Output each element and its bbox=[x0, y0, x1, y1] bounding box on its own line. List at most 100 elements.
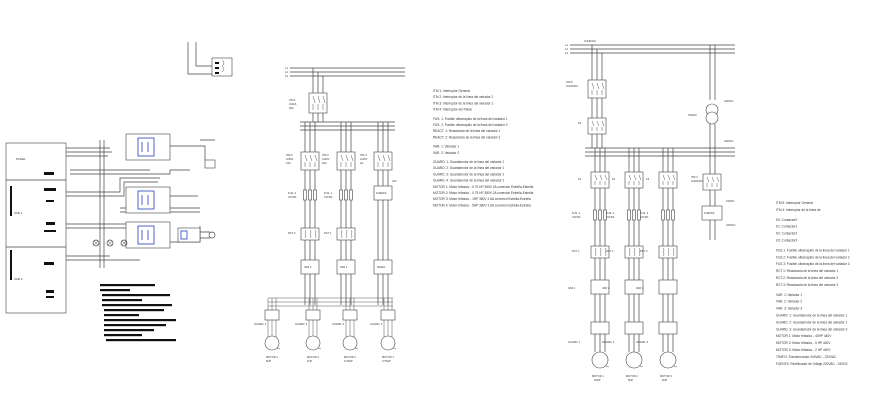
fuse-symbol bbox=[661, 209, 675, 221]
psu-out: 24VDC bbox=[726, 199, 734, 203]
legend-entry: FUS.3: Fusible ultrarrapido de la linea … bbox=[776, 262, 850, 266]
motor-ground bbox=[673, 365, 678, 368]
legend-entry: GUARD. 1: Guardamotor de la linea del va… bbox=[776, 314, 847, 318]
breaker-contact bbox=[350, 154, 354, 167]
motor-power: 2HP bbox=[662, 378, 667, 382]
breaker-contact bbox=[591, 82, 595, 95]
fuse-type: ULTRA bbox=[288, 195, 297, 199]
vfd-label: VAR 1 bbox=[568, 286, 576, 290]
supply-box bbox=[373, 185, 393, 201]
supply-name: FUENTE bbox=[376, 191, 387, 195]
fuse-type: ULTRA bbox=[324, 195, 333, 199]
guard-box bbox=[590, 321, 610, 335]
breaker-contact bbox=[317, 95, 321, 110]
legend-entry: GUARD. 4: Guardamotor de la linea del va… bbox=[433, 179, 504, 183]
breaker-contact bbox=[591, 120, 595, 131]
fuse-type: ULTRA bbox=[606, 215, 615, 219]
main-breaker-name: ITM 5 bbox=[566, 80, 573, 84]
legend-entry: K2: Contactor2 bbox=[776, 232, 797, 236]
branch-breaker-name: ITM 3 bbox=[322, 153, 329, 157]
breaker-contact bbox=[387, 154, 391, 167]
breaker-contact bbox=[345, 154, 349, 167]
reactor-label: RCT 1 bbox=[324, 231, 332, 235]
motor-power: 5HP bbox=[266, 359, 271, 363]
branch-breaker-rating: 3x40V bbox=[322, 157, 330, 161]
branch-breaker-current: 2A bbox=[360, 161, 363, 165]
bus-label: L3 bbox=[285, 74, 288, 78]
reactor-coil bbox=[304, 229, 307, 239]
guard-label: GUARD. 2 bbox=[602, 340, 615, 344]
motor-symbol bbox=[591, 351, 610, 369]
legend-entry: MOTOR 2: Motor trifasico - 5 HP 440V bbox=[776, 341, 831, 345]
legend-entry: VAR. 2: Variador 2 bbox=[776, 300, 802, 304]
legend-entry: ITM 3: Interruptor de la linea del varia… bbox=[433, 101, 493, 105]
fuse-cell bbox=[339, 189, 343, 201]
motor-power: 0.75HP bbox=[344, 359, 353, 363]
legend-entry: MOTOR 2: Motor trifasico - 0.75 HP 380V … bbox=[433, 191, 534, 195]
breaker-body bbox=[587, 79, 607, 99]
breaker-contact bbox=[596, 120, 600, 131]
reactor-coil bbox=[672, 247, 675, 257]
legend-entry: ITM 4: Interruptor del Panel bbox=[433, 108, 472, 112]
vfd-box bbox=[624, 279, 644, 295]
breaker-symbol bbox=[300, 151, 320, 171]
breaker-symbol bbox=[587, 79, 607, 99]
top-connector bbox=[187, 42, 233, 77]
reactor-coil bbox=[599, 247, 602, 257]
terminal-strips bbox=[10, 172, 56, 298]
fuse-symbol bbox=[627, 209, 641, 221]
breaker-contact bbox=[304, 154, 308, 167]
legend-entry: ITM 5: Interruptor General bbox=[776, 201, 813, 205]
motor-circle bbox=[380, 335, 396, 351]
branch-breaker-name: ITM 4 bbox=[360, 153, 367, 157]
legend-entry: VAR. 3: Variador 3 bbox=[776, 307, 802, 311]
motor-circle bbox=[305, 335, 321, 351]
bus-label: L1 bbox=[285, 66, 288, 70]
reactor-label: RCT 1 bbox=[572, 249, 580, 253]
fuse-cell bbox=[632, 209, 636, 221]
legend-entry: MOTOR 1: Motor trifasico - 40HP 440V bbox=[776, 334, 832, 338]
breaker-contact bbox=[314, 154, 318, 167]
fuse-cell bbox=[593, 209, 597, 221]
motor-power: 0.75HP bbox=[382, 359, 391, 363]
breaker-contact bbox=[633, 174, 637, 185]
motor-circle bbox=[342, 335, 358, 351]
breaker-symbol bbox=[624, 171, 644, 189]
main-breaker-rating: 3x40A bbox=[289, 102, 297, 106]
pilot-lamps bbox=[92, 239, 128, 247]
reactor-label: RCT 2 bbox=[606, 249, 614, 253]
fuse-name: FUS. 1 bbox=[324, 191, 333, 195]
breaker-contact bbox=[322, 95, 326, 110]
motor-power: 40HP bbox=[594, 378, 601, 382]
motor-symbol bbox=[380, 335, 397, 351]
legend-entry: TRAFO: Transformador 440VAC - 220VAC bbox=[776, 355, 837, 359]
motor-symbol bbox=[305, 335, 322, 351]
fuse-cell bbox=[637, 209, 641, 221]
reactor-coil bbox=[309, 229, 312, 239]
legend-entry: VAR. 1: Variador 1 bbox=[433, 145, 459, 149]
reactor-coil bbox=[633, 247, 636, 257]
reactor-coil bbox=[350, 229, 353, 239]
legend-entry: MOTOR 4: Motor trifasico - 5HP 380V 2.6A… bbox=[433, 203, 531, 207]
breaker-contact bbox=[667, 174, 671, 185]
guard-box bbox=[342, 309, 358, 321]
guard-label: GUARD. 3 bbox=[636, 340, 649, 344]
vfd-box bbox=[590, 279, 610, 295]
legend-entry: ITM 2: Interruptor de la linea del varia… bbox=[433, 95, 493, 99]
psu-in: 220VAC bbox=[726, 223, 736, 227]
motor-name: MOTOR 1 bbox=[592, 374, 604, 378]
cabinet-outline bbox=[5, 142, 67, 314]
legend-entry: GUARD. 1: Guardamotor de la linea del va… bbox=[433, 160, 504, 164]
fuse-cell bbox=[349, 189, 353, 201]
breaker-body bbox=[658, 171, 678, 189]
fuse-symbol bbox=[339, 189, 353, 201]
breaker-contact bbox=[711, 176, 715, 187]
guard-box bbox=[305, 309, 321, 321]
fuse-cell bbox=[627, 209, 631, 221]
fuse-name: FUS. 1 bbox=[572, 211, 581, 215]
main-breaker-rating: 3x440VAC bbox=[566, 84, 578, 88]
breaker-contact bbox=[309, 154, 313, 167]
vfd-module-2 bbox=[125, 186, 198, 214]
breaker-body bbox=[587, 117, 607, 135]
